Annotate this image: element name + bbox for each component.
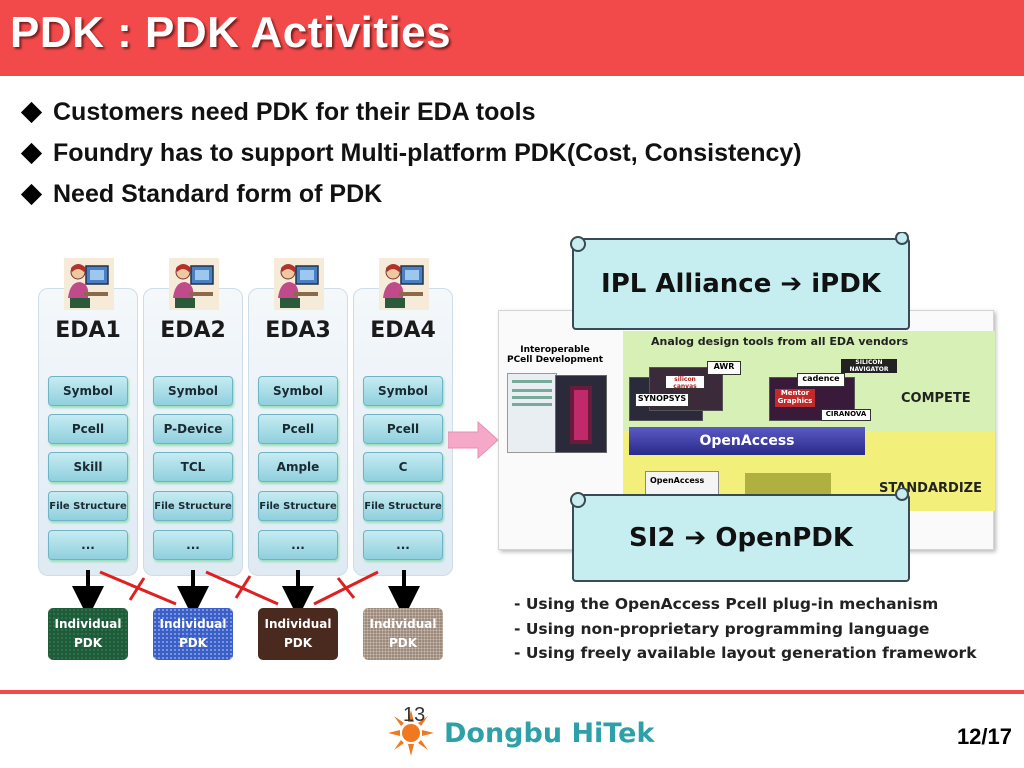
eda4-label: EDA4 [370, 318, 436, 343]
computer-user-icon [64, 258, 114, 310]
bullet-list: Customers need PDK for their EDA tools F… [20, 92, 802, 215]
scroll-curl-icon [570, 488, 909, 508]
page-number: 12/17 [956, 724, 1012, 749]
bullet-text: Need Standard form of PDK [53, 180, 383, 208]
individual-pdk-box: Individual PDK [153, 608, 233, 660]
pdk-label: PDK [388, 636, 418, 650]
pcell-screenshot [507, 373, 557, 453]
eda1-cell: Pcell [48, 414, 128, 444]
si2-detail-item: - Using the OpenAccess Pcell plug-in mec… [514, 595, 939, 613]
vendor-logo-awr: AWR [707, 361, 741, 375]
si2-detail-item: - Using non-proprietary programming lang… [514, 619, 930, 638]
footer-divider [0, 690, 1024, 694]
eda2-cell: TCL [153, 452, 233, 482]
vendor-logo-silicon-canvas: silicon canvas [665, 375, 705, 389]
bullet-text: Customers need PDK for their EDA tools [53, 98, 536, 126]
computer-user-icon [274, 258, 324, 310]
bullet-item: Customers need PDK for their EDA tools [20, 92, 802, 133]
compete-label: COMPETE [901, 391, 971, 406]
pdk-label: PDK [178, 636, 208, 650]
pdk-label: PDK [283, 636, 313, 650]
x-mark-icon [128, 577, 146, 601]
eda1-cell: Symbol [48, 376, 128, 406]
pdk-label: Individual [54, 616, 122, 631]
eda2-cell: P-Device [153, 414, 233, 444]
si2-banner-text: SI2 ➔ OpenPDK [628, 523, 854, 553]
slide-title: PDK : PDK Activities [10, 8, 452, 57]
ipl-alliance-banner: IPL Alliance ➔ iPDK [572, 238, 910, 330]
title-bar: PDK : PDK Activities [0, 0, 1024, 76]
eda1-cell: File Structure [48, 491, 128, 521]
diamond-bullet-icon [20, 183, 43, 206]
eda2-cell: File Structure [153, 491, 233, 521]
eda4-cell: Symbol [363, 376, 443, 406]
computer-user-icon [169, 258, 219, 310]
eda3-cell: Ample [258, 452, 338, 482]
bullet-item: Foundry has to support Multi-platform PD… [20, 133, 802, 174]
eda1-label: EDA1 [55, 318, 121, 343]
eda-tools-diagram: EDA1 EDA2 EDA3 EDA4 Symbol Pcell Skill F… [38, 258, 458, 668]
si2-detail-list: - Using the OpenAccess Pcell plug-in mec… [514, 595, 977, 669]
eda1-cell: Skill [48, 452, 128, 482]
eda3-label: EDA3 [265, 318, 331, 343]
pdk-label: Individual [369, 616, 437, 631]
pdk-label: Individual [159, 616, 227, 631]
vendor-logo-synopsys: SYNOPSYS [635, 393, 689, 407]
eda1-cell: ... [48, 530, 128, 560]
sun-logo-icon [388, 710, 434, 756]
vendor-logo-silicon-navigator: SILICON NAVIGATOR [841, 359, 897, 373]
eda2-label: EDA2 [160, 318, 226, 343]
individual-pdk-box: Individual PDK [363, 608, 443, 660]
eda2-cell: Symbol [153, 376, 233, 406]
diamond-bullet-icon [20, 142, 43, 165]
diamond-bullet-icon [20, 101, 43, 124]
slide-marker: 13 [403, 704, 426, 726]
alliance-header: Analog design tools from all EDA vendors [651, 335, 909, 348]
layout-screenshot [555, 375, 607, 453]
si2-detail-item: - Using freely available layout generati… [514, 644, 977, 662]
vendor-logo-ciranova: CIRANOVA [821, 409, 871, 421]
pink-right-arrow-icon [448, 420, 499, 460]
vendor-logo-cadence: cadence [797, 373, 845, 387]
individual-pdk-box: Individual PDK [258, 608, 338, 660]
si2-openpdk-banner: SI2 ➔ OpenPDK [572, 494, 910, 582]
openaccess-box: OpenAccess [645, 471, 719, 497]
pdk-label: PDK [73, 636, 103, 650]
eda3-cell: Pcell [258, 414, 338, 444]
pdk-arrows [72, 570, 420, 612]
eda4-cell: File Structure [363, 491, 443, 521]
ipl-banner-text: IPL Alliance ➔ iPDK [601, 269, 881, 299]
interop-label-line: Interoperable [520, 345, 590, 355]
eda4-cell: Pcell [363, 414, 443, 444]
eda4-cell: C [363, 452, 443, 482]
scroll-curl-icon [570, 232, 909, 252]
pdk-label: Individual [264, 616, 332, 631]
bullet-text: Foundry has to support Multi-platform PD… [53, 139, 802, 167]
eda2-cell: ... [153, 530, 233, 560]
interop-label: Interoperable PCell Development [505, 345, 605, 365]
x-mark-icon [234, 575, 252, 599]
eda3-cell: File Structure [258, 491, 338, 521]
openaccess-bar: OpenAccess [629, 427, 865, 455]
eda3-cell: Symbol [258, 376, 338, 406]
eda3-cell: ... [258, 530, 338, 560]
company-logo: Dongbu HiTek [386, 708, 654, 758]
standard-block [745, 473, 831, 497]
bullet-item: Need Standard form of PDK [20, 174, 802, 215]
vendor-logo-mentor: Mentor Graphics [775, 389, 815, 407]
computer-user-icon [379, 258, 429, 310]
individual-pdk-box: Individual PDK [48, 608, 128, 660]
company-name: Dongbu HiTek [444, 717, 655, 749]
x-mark-icon [336, 577, 356, 599]
eda4-cell: ... [363, 530, 443, 560]
interop-label-line: PCell Development [506, 355, 604, 365]
